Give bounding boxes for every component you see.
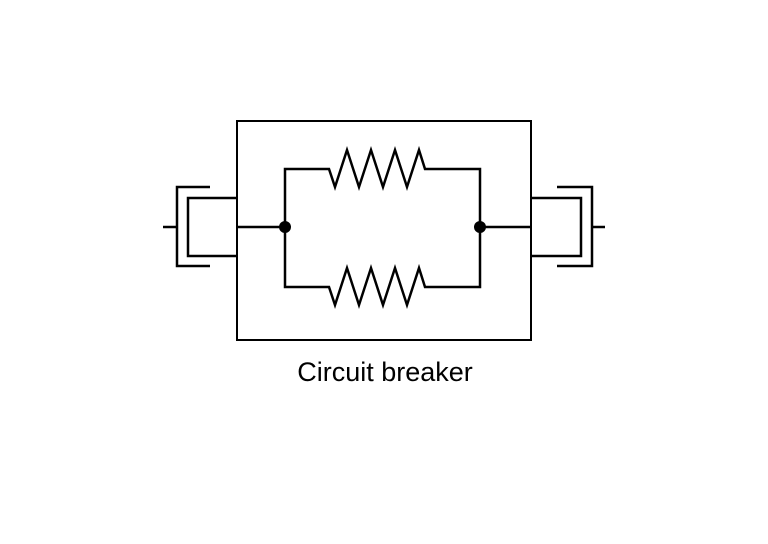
- diagram-title: Circuit breaker: [297, 357, 473, 387]
- upper-resistor: [283, 145, 482, 227]
- right-contact: [531, 185, 605, 268]
- left-contact: [163, 185, 237, 268]
- lower-resistor: [283, 227, 482, 310]
- breaker-housing: [236, 120, 532, 341]
- right-node: [474, 221, 486, 233]
- left-node: [279, 221, 291, 233]
